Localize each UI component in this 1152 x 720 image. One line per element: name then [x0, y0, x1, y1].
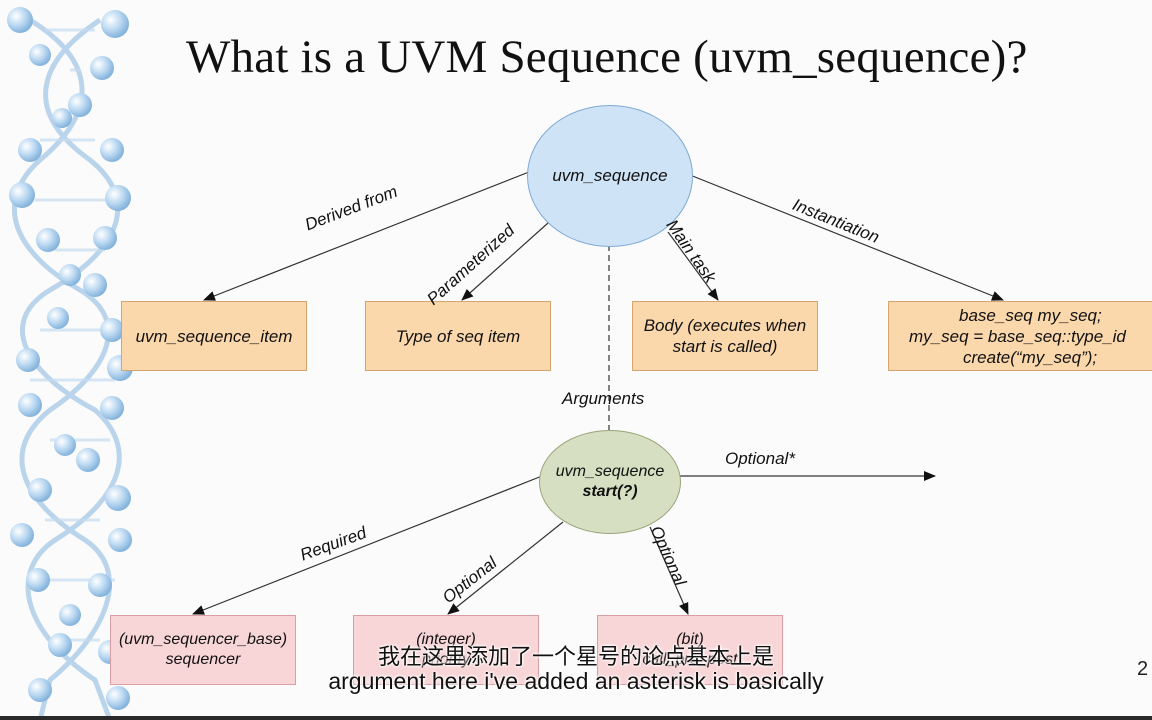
box-priority-line1: (integer) [416, 631, 476, 648]
box-priority: (integer) priority [353, 615, 539, 685]
box-sequence-item: uvm_sequence_item [121, 301, 307, 371]
subtitle-english: argument here i've added an asterisk is … [328, 668, 824, 694]
box-sequence-item-label: uvm_sequence_item [135, 326, 293, 346]
start-node-line1: uvm_sequence [555, 463, 665, 480]
box-sequencer-line2: sequencer [165, 651, 241, 668]
edge-instantiation [689, 174, 1004, 301]
box-call-pre-post: (bit) call_pre_post [597, 615, 783, 685]
video-bottom-edge [0, 716, 1152, 720]
edge-optional-left [447, 521, 564, 615]
subtitle-chinese: 我在这里添加了一个星号的论点基本上是 [377, 644, 774, 669]
edge-derived-from [203, 171, 530, 301]
slide-title: What is a UVM Sequence (uvm_sequence)? [186, 31, 1028, 83]
box-inst-line1: base_seq my_seq; [959, 305, 1102, 325]
box-body-line2: start is called) [672, 337, 778, 356]
box-parent-line1: (bit) [676, 631, 704, 648]
dna-helix-decoration [7, 7, 133, 720]
uvm-sequence-node: uvm_sequence [527, 105, 693, 247]
page-number: 2 [1137, 658, 1149, 680]
edge-parameterized [461, 222, 549, 301]
start-method-node: uvm_sequence start(?) [539, 430, 681, 534]
start-node-line2: start(?) [582, 483, 638, 500]
edge-required [192, 475, 543, 615]
box-body: Body (executes when start is called) [632, 301, 818, 371]
box-type-label: Type of seq item [395, 326, 521, 346]
box-sequencer: (uvm_sequencer_base) sequencer [110, 615, 296, 685]
box-body-line1: Body (executes when [643, 316, 807, 335]
box-inst-line2: my_seq = base_seq::type_id [909, 326, 1126, 346]
edge-main-task [667, 231, 719, 301]
box-priority-line2: priority [421, 651, 470, 668]
label-arguments: Arguments [562, 389, 645, 408]
edge-optional-right [649, 526, 689, 615]
box-instantiation: base_seq my_seq; my_seq = base_seq::type… [888, 301, 1152, 371]
box-sequencer-line1: (uvm_sequencer_base) [118, 631, 288, 648]
box-type-of-seq-item: Type of seq item [365, 301, 551, 371]
box-parent-line2: call_pre_post [642, 651, 738, 668]
label-optional-star: Optional* [725, 449, 795, 468]
uvm-sequence-node-label: uvm_sequence [552, 166, 668, 185]
box-inst-line3: create(“my_seq”); [963, 347, 1098, 367]
